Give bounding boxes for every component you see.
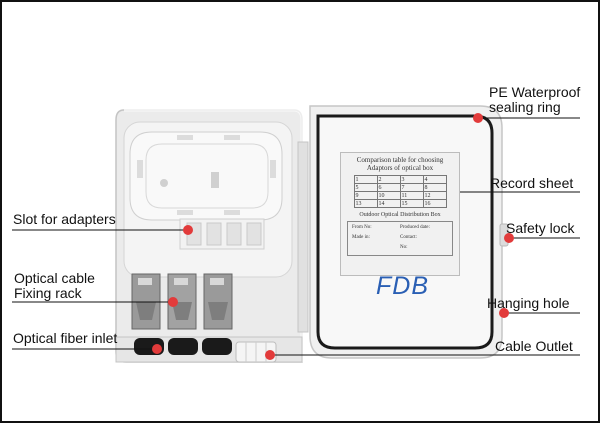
- record-sheet-title-1: Comparison table for choosing: [356, 156, 444, 164]
- label-record-sheet: Record sheet: [490, 175, 574, 191]
- record-sheet: Comparison table for choosing Adaptors o…: [340, 152, 460, 276]
- box-body-left: [115, 108, 304, 363]
- label-cable-outlet: Cable Outlet: [495, 338, 573, 354]
- label-pe-waterproof: PE Waterproof sealing ring: [489, 84, 581, 115]
- label-safety-lock: Safety lock: [506, 220, 575, 236]
- label-slot-adapters: Slot for adapters: [13, 211, 116, 227]
- label-fiber-inlet: Optical fiber inlet: [13, 330, 118, 346]
- adapter-grid: 1 2 3 4 5 6 7 8 9 10 11 12 13 14 15 16: [353, 175, 447, 208]
- record-sheet-subtitle: Outdoor Optical Distribution Box: [359, 212, 441, 218]
- callout-lines: [12, 117, 580, 356]
- label-hanging-hole: Hanging hole: [487, 295, 570, 311]
- record-sheet-title-2: Adaptors of optical box: [366, 164, 434, 172]
- record-sheet-fields: From No: Produced date: Made in: Contact…: [347, 221, 453, 256]
- fdb-logo: FDB: [376, 272, 429, 300]
- label-optical-cable-rack: Optical cable Fixing rack: [14, 270, 95, 301]
